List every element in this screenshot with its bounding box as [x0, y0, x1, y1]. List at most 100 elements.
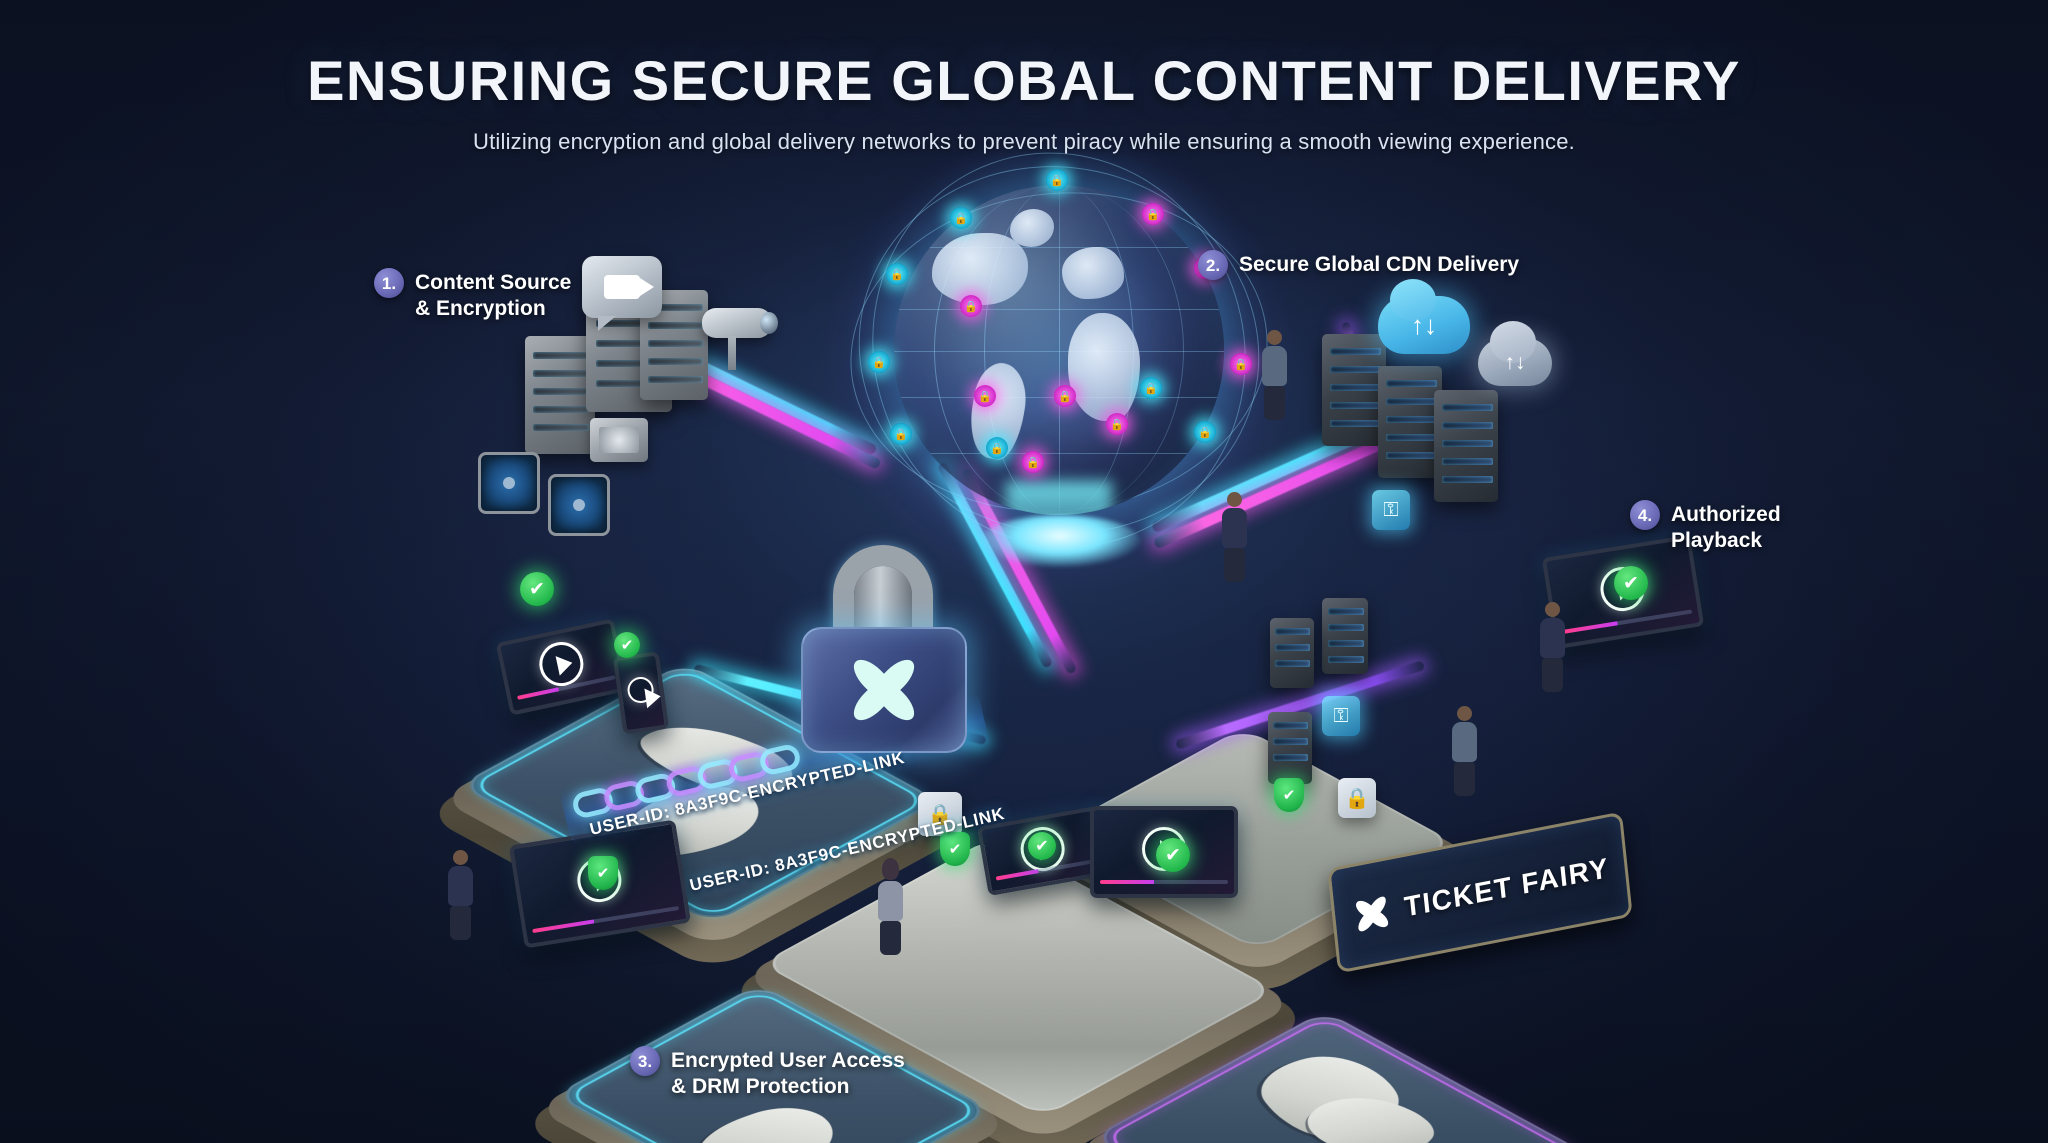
rack-unit — [1385, 398, 1437, 405]
avatar-legs — [450, 906, 471, 940]
rack-unit — [1275, 628, 1311, 635]
cooling-fan — [548, 474, 610, 536]
landmass-eurasia — [1242, 1045, 1420, 1143]
avatar-torso — [1540, 618, 1565, 658]
rack-unit — [648, 376, 703, 383]
avatar-head — [453, 850, 468, 865]
central-encryption-padlock — [795, 545, 975, 755]
header: ENSURING SECURE GLOBAL CONTENT DELIVERY … — [0, 0, 2048, 155]
page-subtitle: Utilizing encryption and global delivery… — [473, 129, 1575, 154]
ticket-fairy-butterfly-icon — [1351, 891, 1392, 936]
globe-node-lock-icon: 🔒 — [986, 437, 1008, 459]
globe-parallel — [894, 309, 1224, 310]
rack-unit — [533, 352, 590, 359]
avatar-torso — [1452, 722, 1477, 762]
central-operator-avatar — [1222, 492, 1247, 582]
edge-lock-icon: ⚿ — [1322, 696, 1360, 736]
avatar-legs — [1224, 548, 1245, 582]
avatar-legs — [1542, 658, 1563, 692]
rack-unit — [533, 388, 590, 395]
avatar-torso — [448, 866, 473, 906]
play-button-icon[interactable] — [625, 675, 656, 705]
globe-node-lock-icon: 🔒 — [1054, 385, 1076, 407]
rack-unit — [648, 340, 703, 347]
rack-unit — [533, 370, 590, 377]
avatar-head — [1545, 602, 1560, 617]
padlock-body — [801, 627, 967, 753]
globe-node-lock-icon: 🔒 — [1142, 203, 1164, 225]
rack-unit — [1273, 722, 1309, 729]
rack-unit — [1385, 416, 1437, 423]
cdn-server-rack — [1322, 334, 1386, 446]
rack-unit — [1327, 624, 1365, 631]
playback-progress-bar[interactable] — [1100, 880, 1228, 884]
globe-node-lock-icon: 🔒 — [1106, 413, 1128, 435]
viewer-avatar — [878, 858, 903, 955]
step-number-badge: 1. — [374, 268, 404, 298]
rack-unit — [1385, 434, 1437, 441]
rack-unit — [1441, 458, 1493, 465]
viewer-avatar — [1452, 706, 1477, 796]
step-label: Authorized Playback — [1671, 503, 1781, 552]
globe-sphere — [894, 185, 1224, 515]
avatar-head — [1267, 330, 1282, 345]
rack-unit — [1441, 422, 1493, 429]
viewer-avatar — [448, 850, 473, 940]
drm-shield-badge: ✔ — [1274, 778, 1304, 812]
rack-unit — [1273, 738, 1309, 745]
encryption-chip — [590, 418, 648, 462]
video-camera-glyph — [604, 275, 654, 299]
rack-unit — [1275, 644, 1311, 651]
rack-unit — [1275, 660, 1311, 667]
step-label: Content Source & Encryption — [415, 271, 572, 320]
cdn-server-rack — [1434, 390, 1498, 502]
edge-server-rack — [1268, 712, 1312, 784]
verified-badge: ✔ — [1028, 832, 1056, 860]
rack-unit — [1441, 404, 1493, 411]
rack-unit — [1273, 754, 1309, 761]
globe-node-lock-icon: 🔒 — [890, 423, 912, 445]
verified-badge: ✔ — [1156, 838, 1190, 872]
avatar-head — [882, 858, 899, 880]
rack-unit — [648, 358, 703, 365]
brand-name: TICKET FAIRY — [1402, 851, 1611, 923]
page-title: ENSURING SECURE GLOBAL CONTENT DELIVERY — [307, 49, 1741, 112]
cloud-sync-icon: ↑↓ — [1478, 321, 1552, 386]
rack-unit — [1327, 656, 1365, 663]
globe-node-lock-icon: 🔒 — [1022, 451, 1044, 473]
globe-node-lock-icon: 🔒 — [960, 295, 982, 317]
globe-node-lock-icon: 🔒 — [886, 263, 908, 285]
rack-unit — [1327, 608, 1365, 615]
globe-podium-glow — [980, 515, 1140, 567]
step-callout-authorized-playback: 4. Authorized Playback — [1630, 500, 1781, 553]
globe-continent-north-america — [932, 233, 1028, 305]
avatar-torso — [1222, 508, 1247, 548]
rack-unit — [1329, 384, 1381, 391]
rack-unit — [1329, 366, 1381, 373]
cdn-operator-avatar — [1262, 330, 1287, 420]
playback-progress-bar[interactable] — [1563, 609, 1693, 634]
step-callout-cdn-delivery: 2. Secure Global CDN Delivery — [1198, 250, 1519, 280]
step-label: Secure Global CDN Delivery — [1239, 253, 1520, 276]
globe-parallel — [894, 351, 1224, 352]
holographic-globe: 🔒 🔒 🔒 🔒 🔒 🔒 🔒 🔒 🔒 🔒 🔒 🔒 🔒 🔒 🔒 🔒 — [817, 99, 1301, 601]
rack-unit — [533, 406, 590, 413]
step-number-badge: 2. — [1198, 250, 1228, 280]
rack-unit — [1329, 420, 1381, 427]
viewer-avatar — [1540, 602, 1565, 692]
avatar-head — [1457, 706, 1472, 721]
globe-light-beam — [1006, 481, 1112, 515]
step-label: Encrypted User Access & DRM Protection — [671, 1049, 905, 1098]
step-number-badge: 4. — [1630, 500, 1660, 530]
globe-node-lock-icon: 🔒 — [950, 207, 972, 229]
globe-node-lock-icon: 🔒 — [868, 351, 890, 373]
cooling-fan — [478, 452, 540, 514]
globe-continent-europe — [1062, 247, 1124, 299]
edge-server-rack — [1322, 598, 1368, 674]
globe-node-lock-icon: 🔒 — [1194, 421, 1216, 443]
rack-unit — [1329, 402, 1381, 409]
avatar-head — [1227, 492, 1242, 507]
verified-badge: ✔ — [614, 632, 640, 658]
avatar-legs — [1264, 386, 1285, 420]
